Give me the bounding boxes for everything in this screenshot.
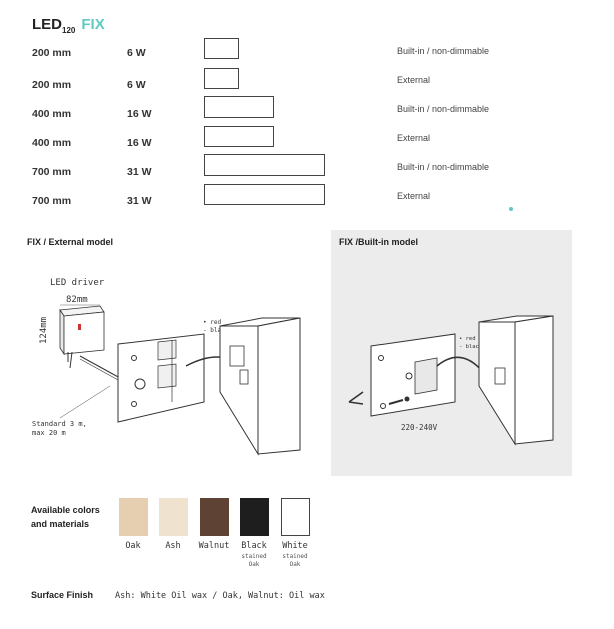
length-bar bbox=[204, 184, 325, 205]
swatch-black bbox=[240, 498, 269, 536]
row-length: 700 mm bbox=[32, 195, 72, 207]
wire-black-label: black bbox=[210, 327, 228, 334]
title-sub: 120 bbox=[62, 26, 76, 35]
wall-plate bbox=[370, 333, 456, 417]
wire-red-label: red bbox=[210, 319, 221, 326]
swatch-white bbox=[281, 498, 310, 536]
swatch-walnut bbox=[200, 498, 229, 536]
row-power: 31 W bbox=[127, 166, 152, 178]
external-diagram: LED driver 82mm 124mm • red - black Stan… bbox=[32, 278, 301, 456]
finish-label: Surface Finish bbox=[31, 590, 94, 600]
row-type: Built-in / non-dimmable bbox=[397, 46, 490, 56]
finish-value: Ash: White Oil wax / Oak, Walnut: Oil wa… bbox=[115, 591, 325, 601]
row-power: 31 W bbox=[127, 195, 152, 207]
swatch-label: Black bbox=[241, 541, 267, 551]
swatch-label: White bbox=[282, 541, 308, 551]
external-heading: FIX / External model bbox=[27, 237, 114, 247]
row-length: 700 mm bbox=[32, 166, 72, 178]
row-power: 6 W bbox=[127, 79, 146, 91]
colors-label-line1: Available colors bbox=[31, 505, 100, 515]
length-bar bbox=[204, 96, 274, 118]
driver-label: LED driver bbox=[50, 278, 105, 288]
row-length: 200 mm bbox=[32, 79, 72, 91]
row-type: External bbox=[397, 133, 431, 143]
row-type: External bbox=[397, 191, 431, 201]
svg-text:• red: • red bbox=[459, 336, 476, 342]
colors-label: Available colors and materials bbox=[31, 503, 100, 531]
wall-plate bbox=[117, 333, 205, 423]
swatch-sublabel: stained bbox=[282, 553, 308, 560]
swatch-label: Walnut bbox=[198, 541, 230, 551]
row-length: 400 mm bbox=[32, 137, 72, 149]
length-bar bbox=[204, 38, 239, 59]
swatch-sublabel: Oak bbox=[289, 561, 301, 568]
row-power: 6 W bbox=[127, 47, 146, 59]
svg-text:- black: - black bbox=[203, 327, 229, 334]
swatch-label: Ash bbox=[165, 541, 181, 551]
swatch-sublabel: stained bbox=[241, 553, 267, 560]
voltage-label: 220-240V bbox=[401, 423, 438, 432]
driver-width-dim: 82mm bbox=[66, 295, 88, 305]
row-type: Built-in / non-dimmable bbox=[397, 104, 490, 114]
accent-dot bbox=[509, 207, 513, 211]
title-fix: FIX bbox=[81, 16, 105, 33]
swatch-label: Oak bbox=[125, 541, 141, 551]
driver-height-dim: 124mm bbox=[39, 317, 49, 344]
svg-text:- black: - black bbox=[459, 344, 483, 350]
cable-note-1: Standard 3 m, bbox=[32, 420, 87, 428]
wood-panel bbox=[219, 317, 301, 456]
cable-note-2: max 20 m bbox=[32, 429, 66, 437]
row-power: 16 W bbox=[127, 137, 152, 149]
wire-black-label: black bbox=[466, 344, 483, 350]
swatch-sublabel: Oak bbox=[248, 561, 260, 568]
row-type: External bbox=[397, 75, 431, 85]
length-bar bbox=[204, 68, 239, 89]
row-type: Built-in / non-dimmable bbox=[397, 162, 490, 172]
length-bar bbox=[204, 126, 274, 147]
led-driver-box bbox=[59, 305, 105, 369]
title-main: LED bbox=[32, 16, 62, 33]
swatch-oak bbox=[119, 498, 148, 536]
wood-panel bbox=[478, 315, 554, 446]
row-length: 400 mm bbox=[32, 108, 72, 120]
wire-red-label: red bbox=[466, 336, 476, 342]
product-title: LED120 FIX bbox=[32, 16, 105, 35]
builtin-heading: FIX /Built-in model bbox=[339, 237, 418, 247]
swatch-ash bbox=[159, 498, 188, 536]
builtin-diagram: • red - black 220-240V bbox=[348, 315, 554, 446]
colors-label-line2: and materials bbox=[31, 519, 90, 529]
svg-text:• red: • red bbox=[203, 319, 221, 326]
length-bar bbox=[204, 154, 325, 176]
row-length: 200 mm bbox=[32, 47, 72, 59]
row-power: 16 W bbox=[127, 108, 152, 120]
